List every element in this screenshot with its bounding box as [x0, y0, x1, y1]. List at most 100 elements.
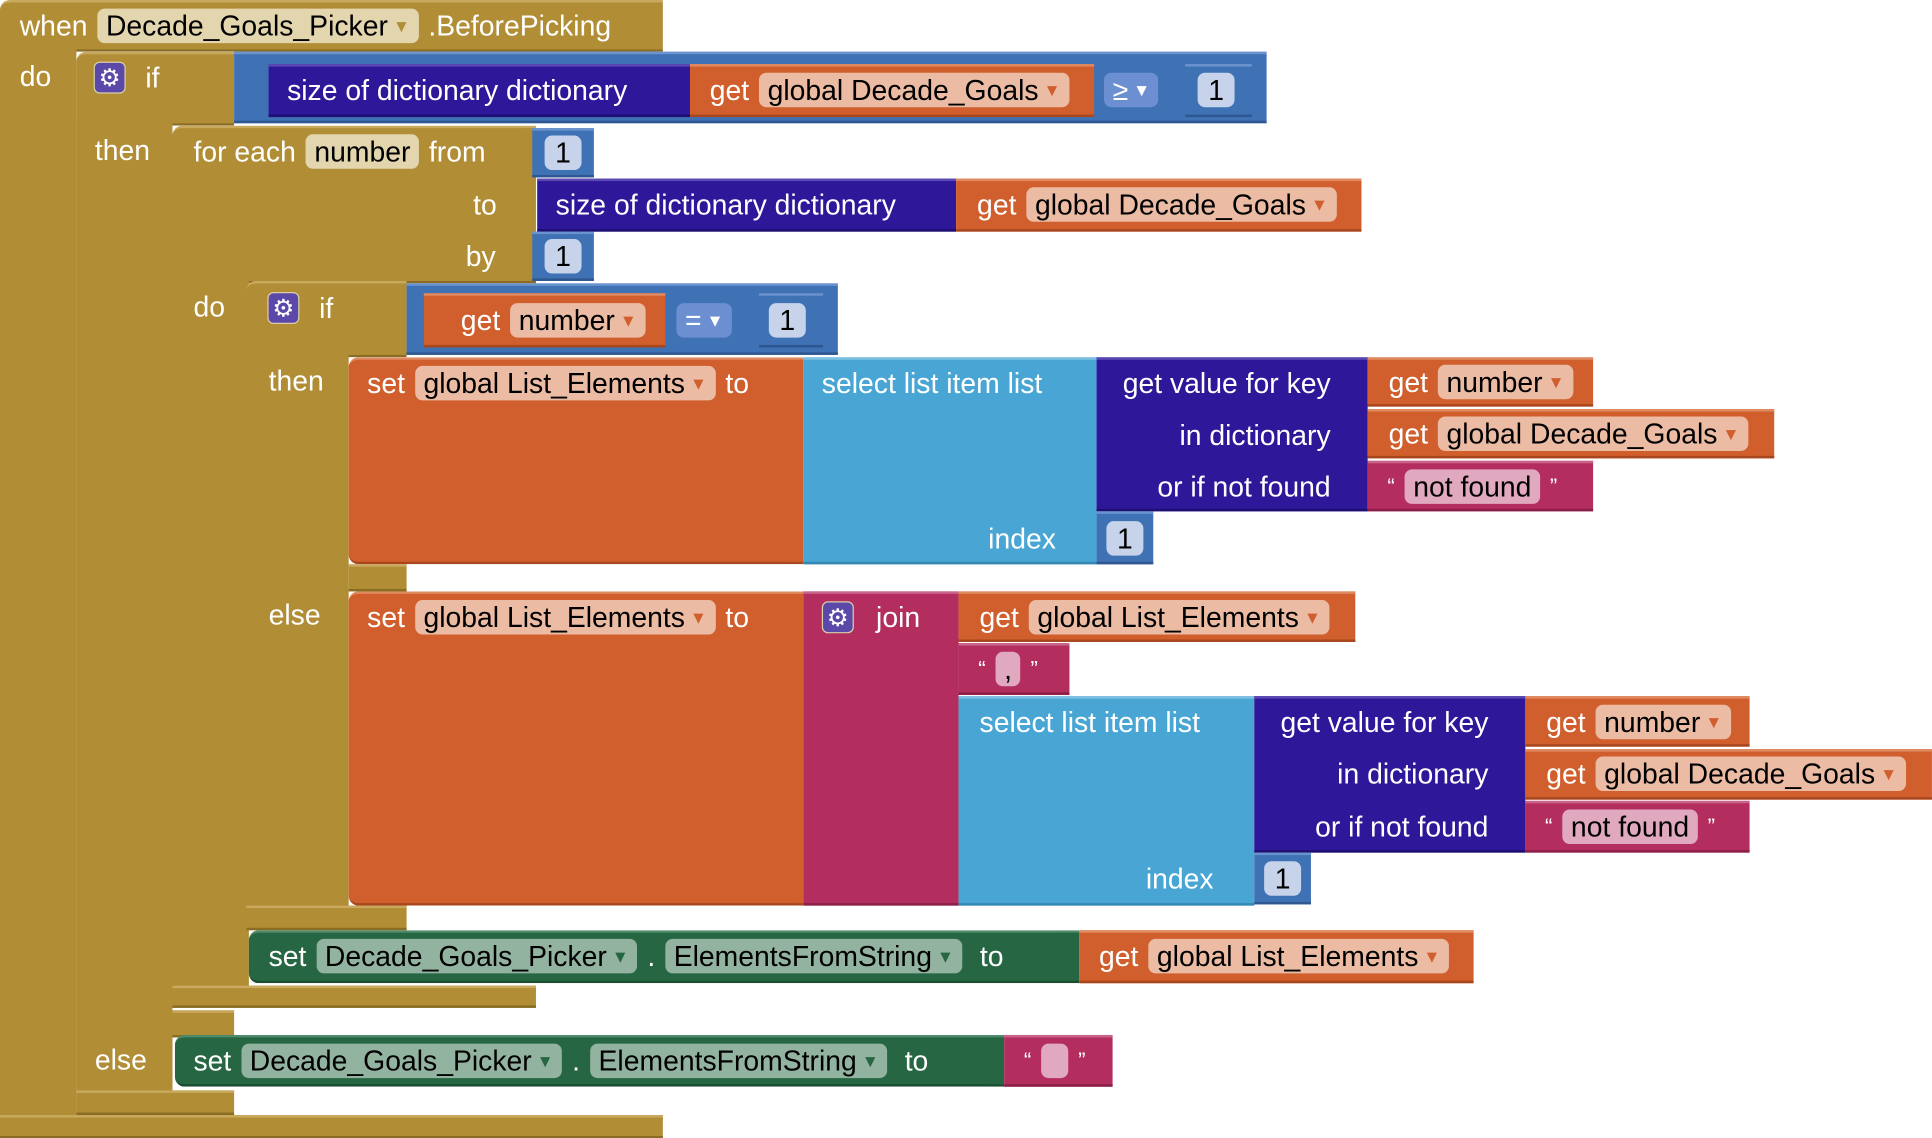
if-block-inner-body	[246, 354, 349, 910]
index-label: index	[1145, 861, 1214, 894]
operator-dropdown[interactable]: ≥▼	[1103, 72, 1159, 108]
get-value-for-key-block[interactable]	[1254, 696, 1526, 853]
dot-label: .	[572, 1044, 581, 1077]
to-label: to	[473, 187, 497, 220]
get-value-for-key-block[interactable]	[1096, 357, 1368, 512]
join-label: join	[876, 600, 921, 633]
text-field[interactable]	[1041, 1043, 1069, 1079]
dropdown-arrow-icon: ▼	[1310, 194, 1328, 215]
to-label: to	[904, 1044, 929, 1077]
open-quote: “	[1387, 473, 1395, 499]
operator-dropdown[interactable]: =▼	[676, 303, 733, 338]
operator: =	[685, 303, 702, 336]
dropdown-arrow-icon: ▼	[1043, 80, 1061, 100]
dropdown-arrow-icon: ▼	[689, 607, 707, 628]
from-number-field[interactable]: 1	[544, 135, 582, 171]
property-dropdown[interactable]: ElementsFromString▼	[589, 1043, 888, 1079]
size-of-dictionary-label: size of dictionary dictionary	[555, 187, 896, 220]
close-quote: ”	[1549, 473, 1558, 499]
open-quote: “	[1023, 1047, 1032, 1073]
component-name: Decade_Goals_Picker	[105, 9, 388, 42]
set-variable-block[interactable]	[348, 591, 804, 906]
if-block-inner-else-bar	[348, 564, 407, 592]
to-label: to	[725, 366, 750, 399]
variable-name: global Decade_Goals	[767, 73, 1039, 106]
dot-label: .	[647, 939, 656, 972]
in-dictionary-label: in dictionary	[1179, 418, 1331, 451]
set-label: set	[193, 1044, 232, 1077]
index-number-field[interactable]: 1	[1264, 861, 1302, 896]
variable-dropdown[interactable]: number▼	[1595, 704, 1731, 740]
dropdown-arrow-icon: ▼	[936, 946, 954, 966]
to-label: to	[979, 939, 1004, 972]
get-label: get	[1546, 757, 1586, 790]
index-number-field[interactable]: 1	[1106, 521, 1144, 556]
open-quote: “	[1545, 813, 1553, 839]
variable-dropdown[interactable]: global Decade_Goals▼	[1026, 187, 1337, 222]
variable-dropdown[interactable]: global Decade_Goals▼	[758, 72, 1070, 108]
select-list-item-block[interactable]	[958, 696, 1255, 906]
variable-dropdown[interactable]: number▼	[510, 303, 646, 338]
variable-dropdown[interactable]: global Decade_Goals▼	[1595, 756, 1906, 792]
select-list-item-label: select list item list	[979, 705, 1200, 738]
index-label: index	[988, 521, 1056, 554]
variable-dropdown[interactable]: number▼	[1437, 364, 1574, 400]
loop-variable-field[interactable]: number	[305, 134, 420, 169]
select-list-item-label: select list item list	[821, 366, 1043, 399]
gear-icon[interactable]: ⚙	[267, 292, 300, 325]
text-field[interactable]: not found	[1562, 809, 1698, 844]
component-dropdown[interactable]: Decade_Goals_Picker▼	[241, 1043, 563, 1079]
variable-dropdown[interactable]: global Decade_Goals▼	[1437, 416, 1749, 451]
dropdown-arrow-icon: ▼	[1547, 372, 1565, 392]
get-label: get	[709, 73, 750, 106]
dropdown-arrow-icon: ▼	[611, 946, 629, 966]
size-of-dictionary-label: size of dictionary dictionary	[287, 73, 628, 106]
variable-name: global Decade_Goals	[1034, 187, 1306, 220]
variable-name: global List_Elements	[1156, 939, 1419, 972]
size-of-dictionary-block[interactable]	[537, 178, 957, 232]
get-label: get	[979, 600, 1019, 633]
for-each-label: for each	[193, 134, 296, 167]
variable-dropdown[interactable]: global List_Elements▼	[414, 600, 716, 635]
dropdown-arrow-icon: ▼	[861, 1050, 879, 1071]
get-label: get	[1099, 939, 1139, 972]
dropdown-arrow-icon: ▼	[1880, 763, 1898, 784]
variable-dropdown[interactable]: global List_Elements▼	[414, 365, 716, 401]
component-dropdown[interactable]: Decade_Goals_Picker▼	[316, 938, 638, 974]
close-quote: ”	[1078, 1047, 1086, 1073]
get-label: get	[1546, 705, 1586, 738]
select-list-item-block[interactable]	[803, 357, 1097, 565]
join-block[interactable]	[803, 591, 959, 906]
component-dropdown[interactable]: Decade_Goals_Picker▼	[97, 8, 419, 44]
property-name: ElementsFromString	[598, 1044, 857, 1077]
get-label: get	[460, 303, 501, 336]
gear-icon[interactable]: ⚙	[821, 601, 854, 634]
gear-icon[interactable]: ⚙	[93, 61, 126, 94]
number-field[interactable]: 1	[768, 303, 806, 338]
get-label: get	[977, 187, 1017, 220]
component-name: Decade_Goals_Picker	[249, 1044, 532, 1077]
variable-name: number	[1446, 365, 1543, 398]
text-field[interactable]: ,	[995, 651, 1021, 687]
text-field[interactable]: not found	[1404, 469, 1541, 504]
size-of-dictionary-block[interactable]	[268, 64, 690, 118]
close-quote: ”	[1030, 656, 1038, 681]
by-number-field[interactable]: 1	[544, 239, 582, 274]
variable-dropdown[interactable]: global List_Elements▼	[1028, 600, 1330, 635]
variable-dropdown[interactable]: global List_Elements▼	[1148, 938, 1450, 974]
event-block-bottom	[0, 1115, 663, 1138]
property-dropdown[interactable]: ElementsFromString▼	[665, 938, 963, 974]
dropdown-arrow-icon: ▼	[1303, 607, 1321, 628]
set-label: set	[367, 600, 405, 633]
property-name: ElementsFromString	[673, 939, 932, 972]
open-quote: “	[978, 656, 986, 681]
if-block-inner-bottom	[246, 905, 407, 931]
dropdown-arrow-icon: ▼	[1133, 80, 1151, 100]
variable-name: global List_Elements	[423, 366, 685, 399]
number-field[interactable]: 1	[1197, 72, 1235, 108]
variable-name: global Decade_Goals	[1604, 757, 1876, 790]
dropdown-arrow-icon: ▼	[706, 310, 724, 331]
variable-name: global List_Elements	[423, 600, 685, 633]
or-if-not-found-label: or if not found	[1157, 470, 1331, 503]
dropdown-arrow-icon: ▼	[1722, 423, 1740, 444]
